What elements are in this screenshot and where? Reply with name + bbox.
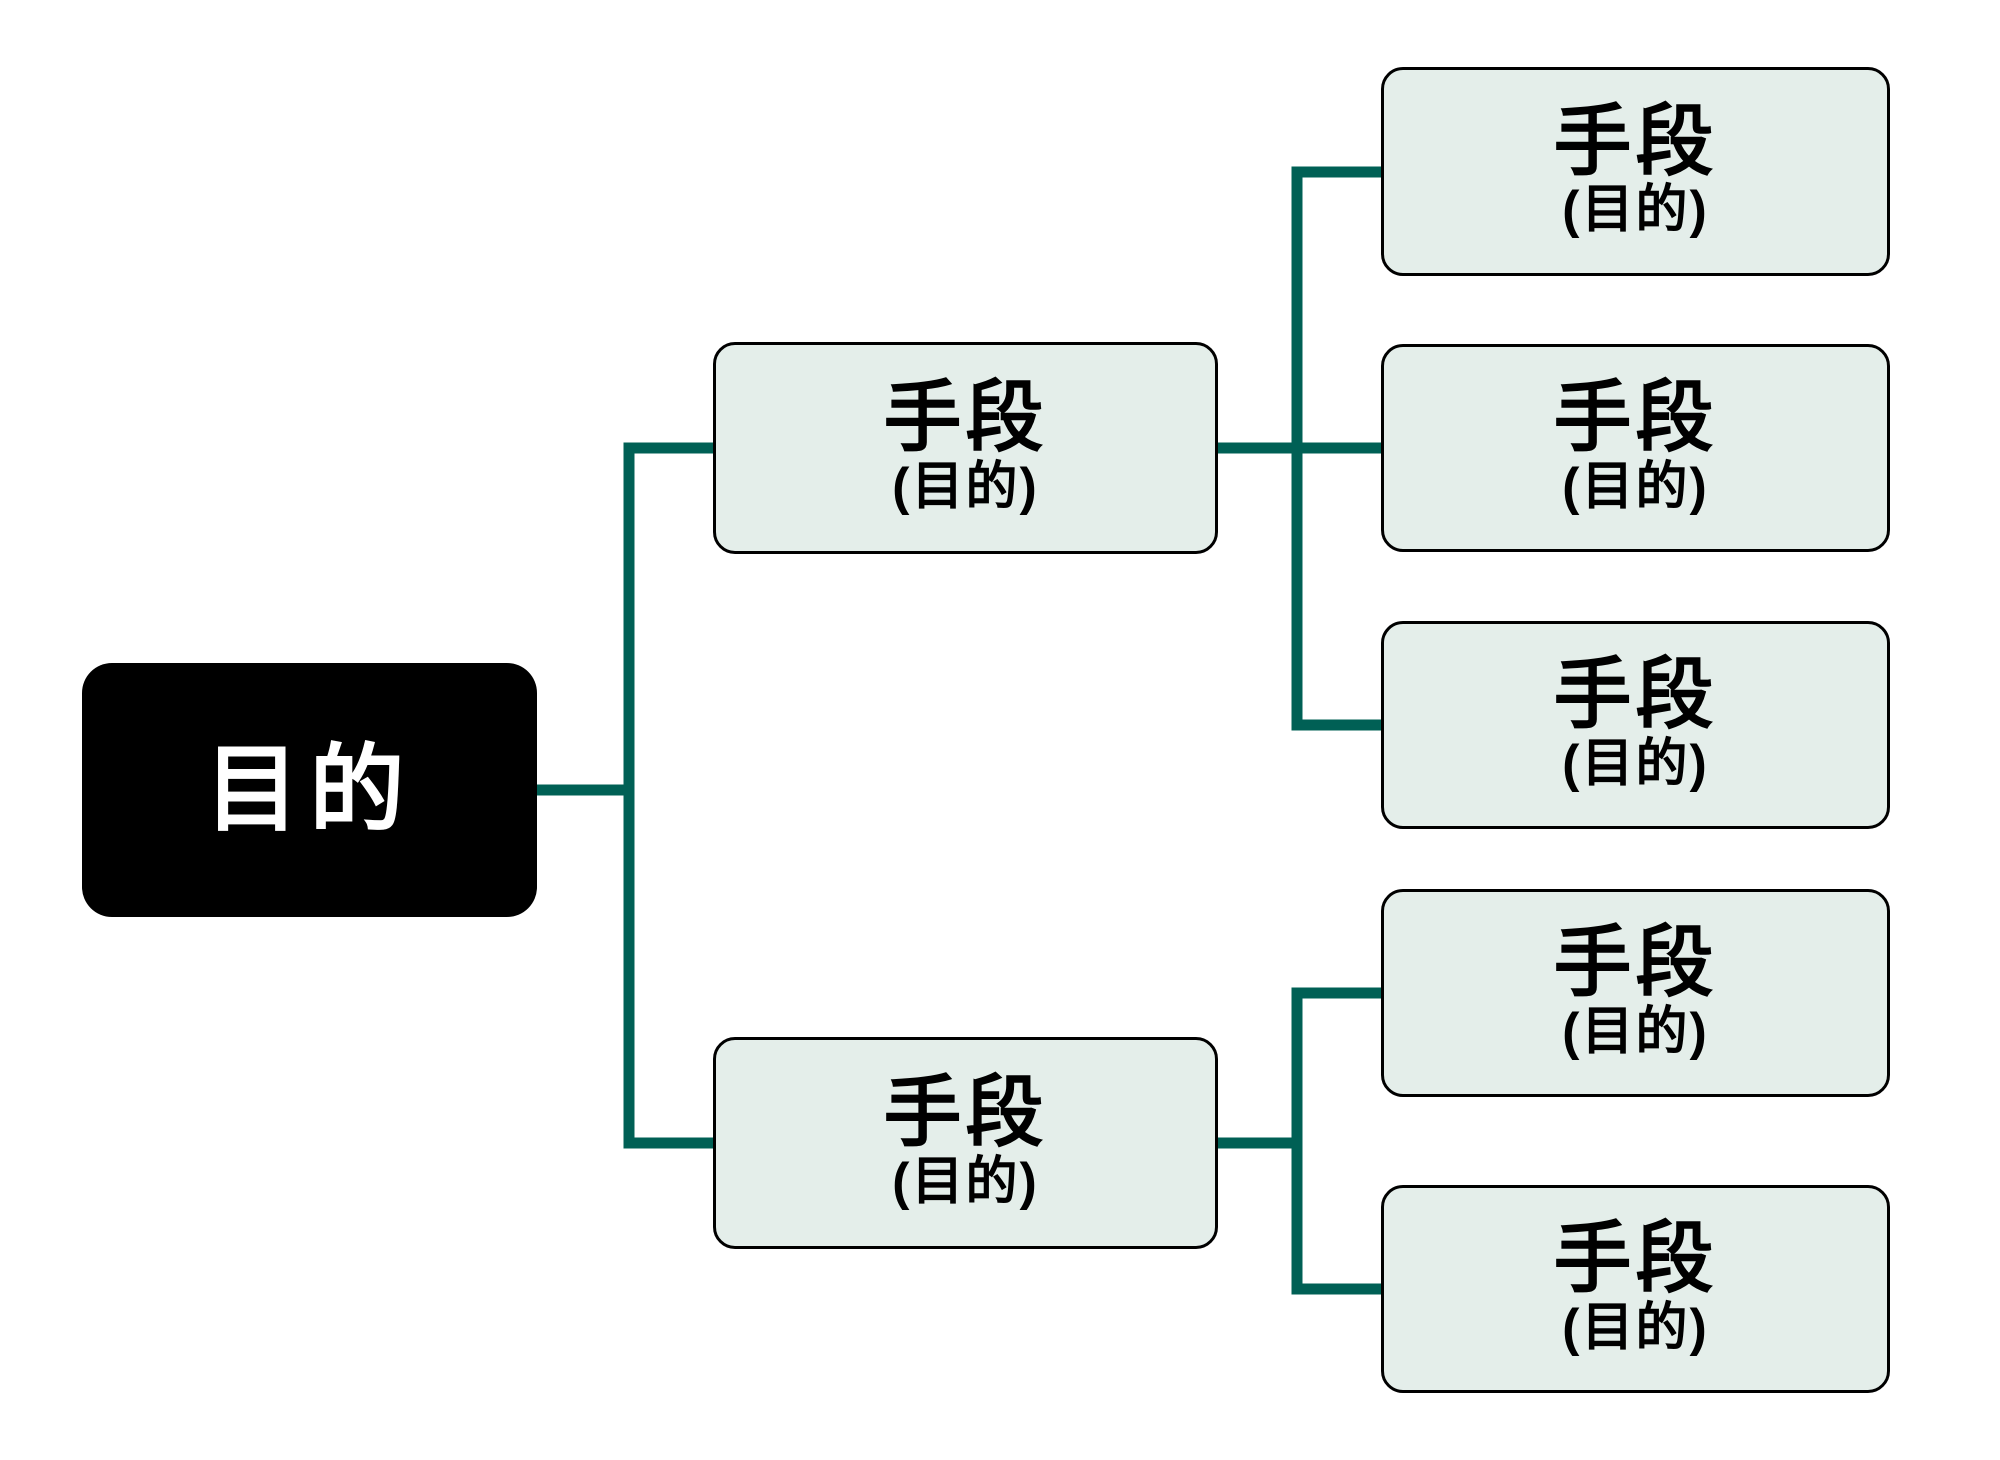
node-means-level2-3: 手段 (目的) [1381,621,1890,829]
node-means-level2-1: 手段 (目的) [1381,67,1890,276]
node-means-level2-2: 手段 (目的) [1381,344,1890,552]
node-sublabel: (目的) [1562,457,1709,516]
node-label: 目的 [204,736,415,843]
node-means-level1-top: 手段 (目的) [713,342,1218,554]
node-sublabel: (目的) [1562,1298,1709,1357]
node-label: 手段 [1553,96,1718,185]
node-label: 手段 [883,373,1048,462]
node-label: 手段 [1553,650,1718,739]
node-sublabel: (目的) [892,1152,1039,1211]
connector-bottom-bracket [1291,987,1381,1295]
node-sublabel: (目的) [1562,181,1709,240]
node-label: 手段 [1553,1214,1718,1303]
node-sublabel: (目的) [1562,734,1709,793]
node-label: 手段 [883,1068,1048,1157]
node-means-level1-bottom: 手段 (目的) [713,1037,1218,1249]
connector-root-bracket [623,442,713,1149]
node-label: 手段 [1553,918,1718,1007]
node-means-level2-5: 手段 (目的) [1381,1185,1890,1393]
node-sublabel: (目的) [1562,1002,1709,1061]
node-sublabel: (目的) [892,457,1039,516]
node-purpose-root: 目的 [82,663,537,917]
connector-top-bracket [1291,166,1381,731]
node-means-level2-4: 手段 (目的) [1381,889,1890,1097]
node-label: 手段 [1553,373,1718,462]
